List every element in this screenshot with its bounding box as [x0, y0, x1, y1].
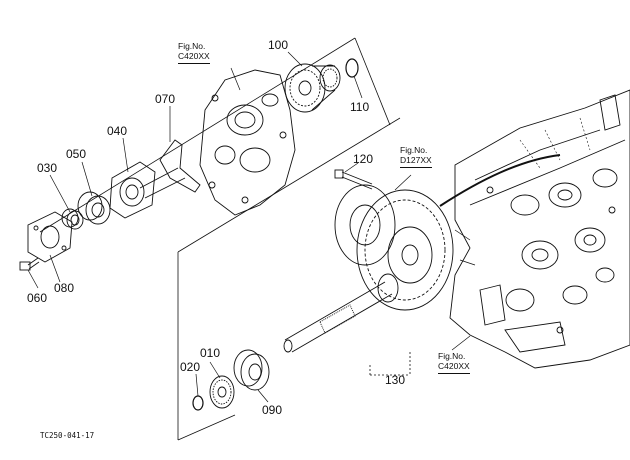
pinion-shaft — [283, 273, 399, 353]
shaft-070 — [139, 139, 201, 199]
bevel-gear-130 — [334, 184, 454, 311]
gear-100 — [284, 63, 341, 113]
fig-ref-lower-code: C420XX — [438, 361, 470, 374]
bearing-030 — [61, 208, 84, 230]
bolt-120 — [334, 169, 373, 190]
leader-lines — [27, 51, 471, 403]
gear-case-cover — [199, 69, 296, 216]
part-number-080: 080 — [54, 281, 74, 295]
fig-ref-lower-prefix: Fig.No. — [438, 351, 466, 361]
gear-010 — [209, 375, 235, 409]
bolt-060 — [19, 257, 40, 271]
part-number-070: 070 — [155, 92, 175, 106]
part-number-130: 130 — [385, 373, 405, 387]
fig-ref-upper: Fig.No. C420XX — [178, 41, 210, 64]
bearing-090 — [233, 349, 270, 391]
part-number-090: 090 — [262, 403, 282, 417]
part-number-020: 020 — [180, 360, 200, 374]
fig-ref-lower: Fig.No. C420XX — [438, 351, 470, 374]
upper-group-outline — [39, 37, 401, 441]
assembly-bracket-130 — [369, 352, 411, 376]
part-number-060: 060 — [27, 291, 47, 305]
part-number-120: 120 — [353, 152, 373, 166]
snap-ring-020 — [192, 395, 204, 411]
part-number-030: 030 — [37, 161, 57, 175]
part-number-100: 100 — [268, 38, 288, 52]
plate-080 — [27, 211, 73, 263]
part-number-010: 010 — [200, 346, 220, 360]
fig-ref-upper-code: C420XX — [178, 51, 210, 64]
flange-040 — [109, 161, 156, 219]
part-number-110: 110 — [350, 100, 369, 114]
snap-ring-110 — [345, 58, 359, 78]
bearing-050 — [77, 191, 111, 225]
diagram-caption: TC250-041-17 — [40, 431, 95, 440]
fig-ref-middle: Fig.No. D127XX — [400, 145, 432, 168]
transmission-case — [439, 89, 630, 369]
fig-ref-middle-code: D127XX — [400, 155, 432, 168]
part-number-040: 040 — [107, 124, 127, 138]
part-number-050: 050 — [66, 147, 86, 161]
fig-ref-middle-prefix: Fig.No. — [400, 145, 428, 155]
fig-ref-upper-prefix: Fig.No. — [178, 41, 206, 51]
